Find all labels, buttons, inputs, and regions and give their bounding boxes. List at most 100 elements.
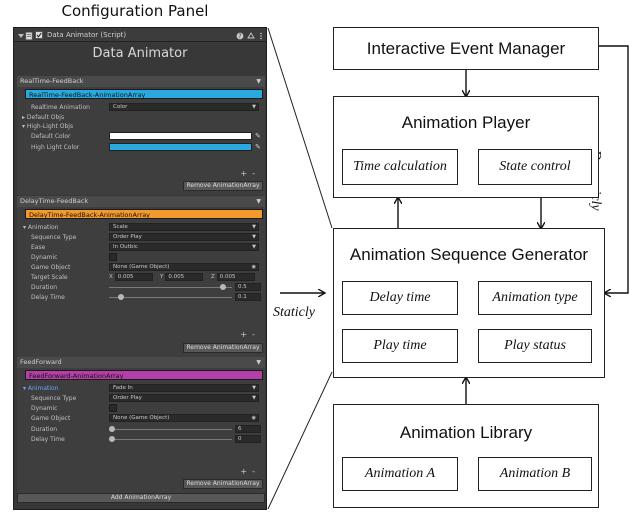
foldout-arrow-icon: ▾ [22,123,27,130]
array-name: FeedForward-AnimationArray [29,372,124,380]
sequence-type-dropdown[interactable]: Order Play▼ [109,394,259,402]
duration-slider-track[interactable] [109,287,232,288]
play-status-box: Play status [478,329,592,363]
animation-row: ▾ Animation Fade In▼ [17,384,265,393]
preset-icon[interactable] [247,31,255,39]
remove-animation-array-button[interactable]: Remove AnimationArray [183,479,263,489]
field-label: Default Color [31,133,71,140]
animation-dropdown[interactable]: Scale ▼ [109,223,259,231]
foldout-arrow-icon: ▾ [23,385,28,392]
highlight-color-swatch[interactable] [109,143,252,151]
time-calculation-box: Time calculation [342,149,458,185]
game-object-row: Game Object None (Game Object)◉ [17,414,265,423]
delay-time-slider-track[interactable] [109,297,232,298]
eyedropper-icon[interactable]: ✎ [255,143,261,151]
add-element-button[interactable]: + [240,467,248,476]
delay-time-value-field[interactable]: 0 [235,435,261,443]
dynamic-checkbox[interactable] [109,404,117,412]
interactive-event-manager-box: Interactive Event Manager [333,27,599,70]
remove-element-button[interactable]: - [252,467,255,476]
animation-dropdown[interactable]: Fade In▼ [109,384,259,392]
feedforward-section-header[interactable]: FeedForward ▼ [17,357,265,368]
remove-animation-array-button[interactable]: Remove AnimationArray [183,181,263,191]
duration-slider-track[interactable] [109,429,232,430]
duration-value-field[interactable]: 0.5 [235,283,261,291]
realtime-section-header[interactable]: RealTime-FeedBack ▼ [17,76,265,87]
label-text: Animation [27,224,59,231]
game-object-field[interactable]: None (Game Object)◉ [109,414,259,422]
field-label: Delay Time [31,436,65,443]
realtime-animation-dropdown[interactable]: Color▼ [109,103,259,111]
field-label: Duration [31,284,58,291]
dropdown-arrow-icon: ▼ [252,234,256,240]
field-label: Delay Time [31,294,65,301]
duration-slider-knob[interactable] [220,284,227,290]
list-controls: + - [225,169,255,178]
field-label: Ease [31,244,46,251]
feedforward-array-bar[interactable]: FeedForward-AnimationArray [25,370,263,380]
delay-time-slider-track[interactable] [109,439,232,440]
highlight-objs-row[interactable]: ▾ High-Light Objs [17,122,265,131]
dropdown-value: Order Play [113,395,142,401]
delaytime-array-bar[interactable]: DelayTime-FeedBack-AnimationArray [25,209,263,219]
dropdown-arrow-icon[interactable]: ▼ [256,359,261,366]
delaytime-section-header[interactable]: DelayTime-FeedBack ▼ [17,196,265,207]
section-label: DelayTime-FeedBack [20,197,89,205]
delay-time-row: Delay Time 0.1 [17,293,265,302]
object-picker-icon[interactable]: ◉ [251,264,256,270]
foldout-text: High-Light Objs [26,123,74,130]
dynamic-checkbox[interactable] [109,253,117,261]
foldout-text: Default Objs [26,114,65,121]
bracket-line-bottom [267,371,333,510]
kebab-menu-icon[interactable] [257,31,265,40]
enabled-checkbox[interactable] [35,31,43,39]
default-color-swatch[interactable] [109,132,252,140]
sequence-type-dropdown[interactable]: Order Play▼ [109,233,259,241]
dropdown-value: Scale [113,224,128,230]
vector-value[interactable]: 0.005 [165,273,204,281]
list-controls: + - [225,467,255,476]
delay-time-slider-knob[interactable] [109,436,115,442]
delay-time-slider-knob[interactable] [118,294,125,300]
add-element-button[interactable]: + [240,169,248,178]
vector-value[interactable]: 0.005 [216,273,255,281]
ease-dropdown[interactable]: In Outbic▼ [109,243,259,251]
object-picker-icon[interactable]: ◉ [251,415,256,421]
animation-player-box: Animation Player Time calculation State … [333,96,599,198]
bracket-line-top [267,27,333,229]
dropdown-arrow-icon[interactable]: ▼ [256,198,261,205]
game-object-field[interactable]: None (Game Object) ◉ [109,263,259,271]
remove-element-button[interactable]: - [252,169,255,178]
field-label: Dynamic [31,254,58,261]
realtime-array-bar[interactable]: RealTime-FeedBack-AnimationArray [25,89,263,99]
dropdown-arrow-icon: ▼ [252,224,256,230]
object-value: None (Game Object) [113,264,170,270]
foldout-label[interactable]: ▾ High-Light Objs [22,122,73,131]
add-element-button[interactable]: + [240,330,248,339]
help-icon[interactable]: ? [236,31,244,40]
remove-element-button[interactable]: - [252,330,255,339]
animation-a-box: Animation A [342,457,458,491]
duration-row: Duration 0.5 [17,283,265,292]
eyedropper-icon[interactable]: ✎ [255,132,261,140]
field-label: Game Object [31,264,71,271]
default-objs-row[interactable]: ▸ Default Objs [17,113,265,122]
panel-title: Configuration Panel [61,2,209,20]
remove-animation-array-button[interactable]: Remove AnimationArray [183,343,263,353]
foldout-label[interactable]: ▸ Default Objs [22,113,64,122]
dropdown-arrow-icon[interactable]: ▼ [256,78,261,85]
component-header[interactable]: Data Animator (Script) ? [14,28,266,42]
delay-time-value-field[interactable]: 0.1 [235,293,261,301]
realtime-animation-row: Realtime Animation Color▼ [17,103,265,112]
foldout-arrow-icon[interactable] [17,31,25,39]
duration-slider-knob[interactable] [109,426,115,432]
add-animation-array-button[interactable]: Add AnimationArray [17,493,265,503]
animation-library-box: Animation Library Animation A Animation … [333,404,599,508]
delay-time-box: Delay time [342,281,458,315]
duration-value-field[interactable]: 6 [235,425,261,433]
vector-value[interactable]: 0.005 [114,273,153,281]
